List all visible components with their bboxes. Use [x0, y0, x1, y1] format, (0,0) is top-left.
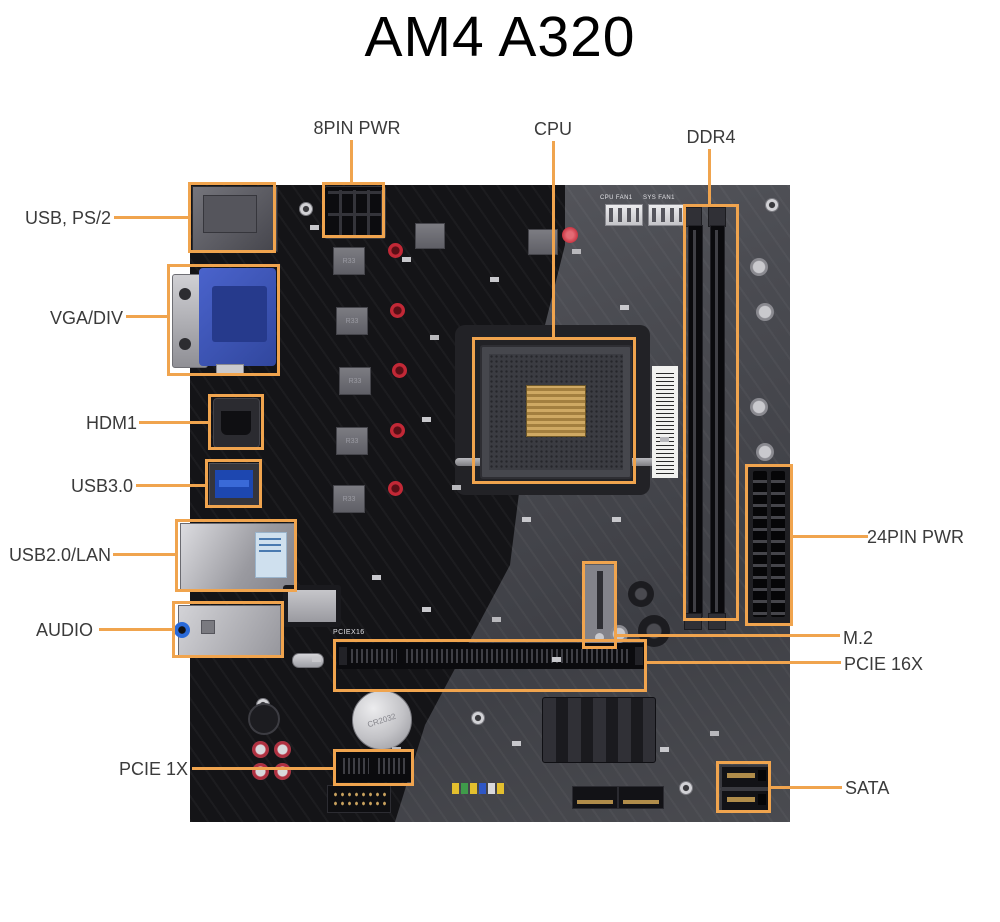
ddr4-latch [708, 613, 726, 630]
front-usb-header [327, 785, 391, 813]
cmos-battery: CR2032 [352, 690, 412, 750]
front-panel-jumpers [452, 783, 504, 794]
mounting-hole [471, 711, 485, 725]
callout-box-vga [167, 264, 280, 376]
callout-line-usb3 [136, 484, 207, 487]
callout-line-cpu [552, 141, 555, 338]
callout-line-24pin-pwr [791, 535, 868, 538]
sys-fan-header [648, 204, 686, 226]
vrm-choke: R33 [336, 427, 368, 455]
mounting-hole [765, 198, 779, 212]
capacitor [750, 398, 768, 416]
callout-line-audio [99, 628, 174, 631]
vrm-choke: R33 [333, 247, 365, 275]
io-controller-chip [283, 585, 341, 627]
inductor [628, 581, 654, 607]
capacitor [390, 423, 405, 438]
callout-label-sata: SATA [845, 778, 890, 798]
callout-box-usb3 [205, 459, 262, 508]
callout-label-hdmi: HDM1 [85, 413, 137, 433]
callout-label-m2: M.2 [843, 628, 874, 648]
ddr4-slot [710, 225, 725, 617]
callout-line-hdmi [139, 421, 211, 424]
sata-port-horizontal [618, 786, 664, 809]
callout-label-24pin-pwr: 24PIN PWR [867, 527, 965, 547]
callout-line-usb2-lan [113, 553, 177, 556]
callout-box-usb2-lan [175, 519, 297, 592]
callout-label-8pin-pwr: 8PIN PWR [313, 118, 401, 138]
callout-box-usb-ps2 [188, 182, 276, 253]
sata-port-horizontal [572, 786, 618, 809]
chipset-area [542, 697, 656, 763]
audio-connector [174, 605, 281, 656]
cpu-socket [480, 345, 632, 479]
atx-24pin-connector [747, 465, 792, 625]
warranty-sticker [562, 227, 578, 243]
callout-box-ddr4 [683, 204, 739, 621]
pcie16-silkscreen: PCIEX16 [333, 629, 365, 636]
vrm-choke: R33 [336, 307, 368, 335]
callout-line-usb-ps2 [114, 216, 191, 219]
capacitor [388, 243, 403, 258]
cpu-fan-silkscreen: CPU FAN1 [600, 195, 633, 201]
callout-line-ddr4 [708, 149, 711, 206]
callout-line-pcie-16x [646, 661, 841, 664]
callout-box-hdmi [208, 394, 264, 450]
barcode-label [652, 366, 678, 478]
callout-label-cpu: CPU [533, 119, 572, 139]
callout-label-pcie-1x: PCIE 1X [118, 759, 188, 779]
vrm-choke [415, 223, 445, 249]
vrm-choke: R33 [333, 485, 365, 513]
callout-box-pcie-16x [333, 639, 647, 692]
mounting-hole [299, 202, 313, 216]
hdmi-connector [213, 398, 260, 448]
callout-label-usb2-lan: USB2.0/LAN [8, 545, 111, 565]
capacitor [750, 258, 768, 276]
callout-label-usb-ps2: USB, PS/2 [24, 208, 111, 228]
callout-line-pcie-1x [192, 767, 335, 770]
audio-capacitor [252, 741, 269, 758]
callout-line-vga [126, 315, 169, 318]
pcie-x1-slot [335, 750, 413, 782]
motherboard-photo: CPU FAN1 SYS FAN1 R33 R33 R33 R33 R33 [172, 185, 792, 822]
battery-label: CR2032 [366, 711, 398, 729]
callout-box-m2 [582, 561, 617, 649]
callout-label-vga: VGA/DIV [49, 308, 123, 328]
callout-label-pcie-16x: PCIE 16X [844, 654, 924, 674]
audio-capacitor [274, 763, 291, 780]
lan-connector [180, 523, 295, 590]
ddr4-slot [688, 225, 703, 617]
callout-label-audio: AUDIO [35, 620, 93, 640]
vga-connector [172, 268, 276, 376]
usb-ps2-connector [192, 186, 278, 252]
capacitor [390, 303, 405, 318]
audio-capacitor [252, 763, 269, 780]
callout-line-sata [769, 786, 842, 789]
callout-box-8pin-pwr [322, 182, 385, 238]
capacitor [756, 303, 774, 321]
capacitor [388, 481, 403, 496]
callout-box-cpu [472, 337, 636, 484]
callout-box-24pin-pwr [745, 464, 793, 626]
callout-box-audio [172, 601, 284, 658]
audio-capacitor [274, 741, 291, 758]
atx-8pin-connector [324, 186, 386, 239]
callout-label-ddr4: DDR4 [686, 127, 736, 147]
ddr4-latch [684, 613, 702, 630]
sys-fan-silkscreen: SYS FAN1 [643, 195, 675, 201]
mounting-hole [679, 781, 693, 795]
callout-line-8pin-pwr [350, 140, 353, 184]
capacitor [392, 363, 407, 378]
crystal-oscillator [292, 653, 324, 668]
callout-line-m2 [615, 634, 840, 637]
callout-label-usb3: USB3.0 [70, 476, 133, 496]
page-title: AM4 A320 [364, 5, 636, 69]
callout-box-sata [716, 761, 771, 813]
fan-footprint [248, 703, 280, 735]
callout-box-pcie-1x [333, 749, 414, 786]
usb3-connector [209, 463, 260, 506]
vrm-choke: R33 [339, 367, 371, 395]
capacitor [756, 443, 774, 461]
cpu-fan-header [605, 204, 643, 226]
